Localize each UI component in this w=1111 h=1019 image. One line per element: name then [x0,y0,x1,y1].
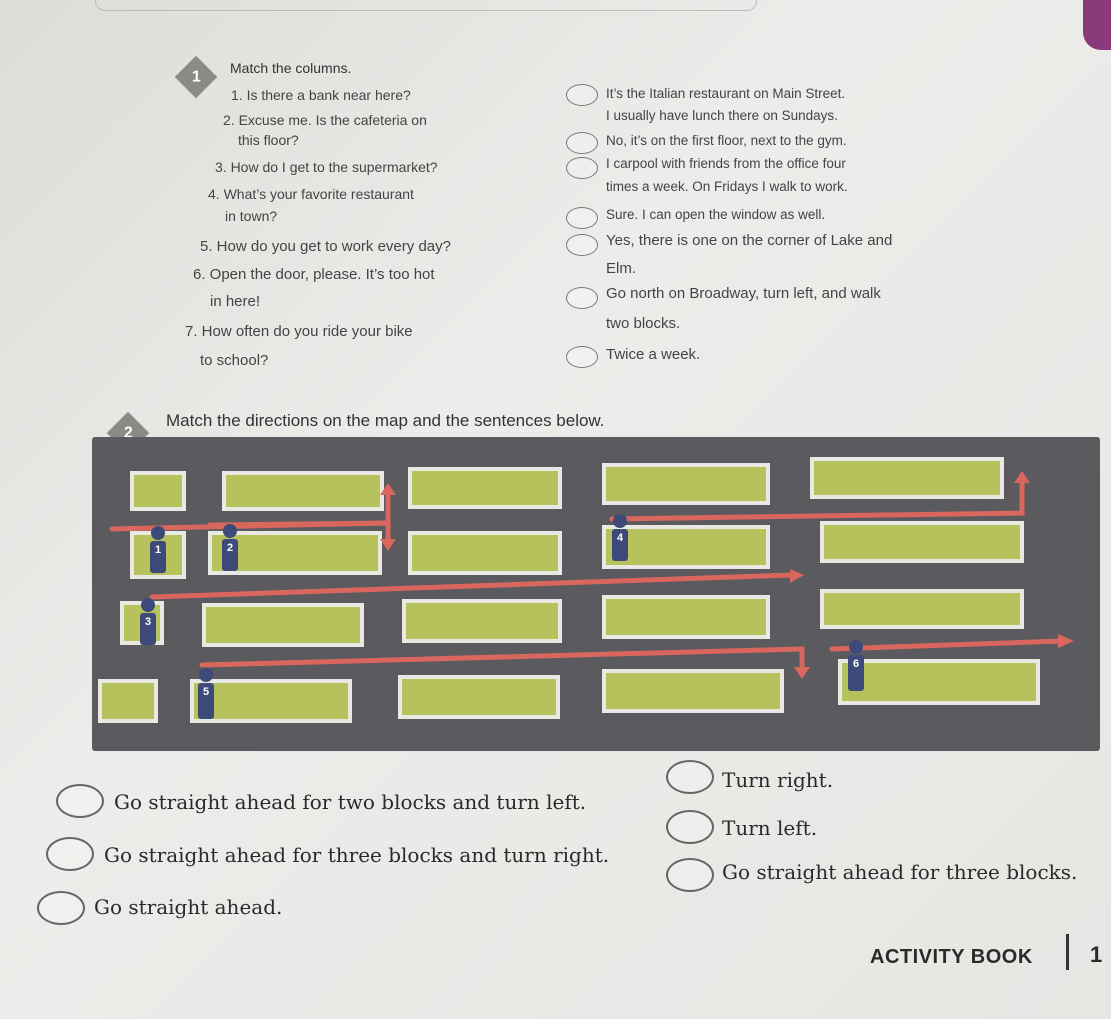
answer-oval-1[interactable] [566,84,598,106]
figure-label-2: 2 [227,542,233,554]
figure-label-6: 6 [853,658,859,670]
question-1: 1. Is there a bank near here? [231,87,411,103]
exercise-1-badge: 1 [174,55,218,99]
answer-oval-5[interactable] [566,234,598,256]
person-figure-1 [150,526,166,573]
sentence-oval-left-3[interactable] [37,891,85,925]
sentence-right-3: Go straight ahead for three blocks. [722,860,1078,884]
exercise-2-instruction: Match the directions on the map and the … [166,411,605,430]
question-2-cont: this floor? [238,132,299,148]
answer-7: Go north on Broadway, turn left, and wal… [606,285,881,302]
question-3: 3. How do I get to the supermarket? [215,159,438,175]
sentence-left-1: Go straight ahead for two blocks and tur… [114,790,587,814]
answer-8: Twice a week. [606,346,701,363]
question-2: 2. Excuse me. Is the cafeteria on [223,112,427,128]
question-4-cont: in town? [225,208,278,224]
sentence-right-1: Turn right. [722,768,834,792]
answer-oval-3[interactable] [566,157,598,179]
answer-4: I carpool with friends from the office f… [606,156,846,171]
person-figure-4 [612,514,628,561]
answer-2: I usually have lunch there on Sundays. [606,108,838,123]
footer-label: ACTIVITY BOOK [870,946,1033,968]
question-7: 7. How often do you ride your bike [185,323,413,340]
question-5: 5. How do you get to work every day? [200,238,451,255]
person-figures [140,514,864,719]
question-7-cont: to school? [200,352,269,369]
figure-label-5: 5 [203,686,209,698]
page-number: 1 [1090,942,1103,967]
person-figure-6 [848,640,864,691]
sentence-left-3: Go straight ahead. [94,895,283,919]
answer-6-cont: Elm. [606,260,636,277]
answer-6: Yes, there is one on the corner of Lake … [606,232,893,249]
answer-3: No, it’s on the first floor, next to the… [606,133,847,148]
answer-7-cont: two blocks. [606,315,681,332]
footer-divider [1066,934,1069,970]
figure-label-1: 1 [155,544,161,556]
street-map-graphic: 1 2 3 4 5 6 [98,457,1074,723]
question-6: 6. Open the door, please. It’s too hot [193,266,435,283]
person-figure-3 [140,598,156,645]
sentence-right-2: Turn left. [722,816,818,840]
sentence-oval-right-2[interactable] [666,810,714,844]
city-blocks [98,457,1040,723]
figure-label-4: 4 [617,532,624,544]
sentence-oval-left-1[interactable] [56,784,104,818]
person-figure-2 [222,524,238,571]
answer-1: It’s the Italian restaurant on Main Stre… [606,86,846,101]
sentence-oval-left-2[interactable] [46,837,94,871]
exercise-1-instruction: Match the columns. [230,60,352,76]
answer-oval-2[interactable] [566,132,598,154]
answer-oval-4[interactable] [566,207,598,229]
answer-5: Sure. I can open the window as well. [606,207,826,222]
sentence-oval-right-3[interactable] [666,858,714,892]
book-corner [1083,0,1111,50]
sentence-left-2: Go straight ahead for three blocks and t… [104,843,610,867]
answer-oval-6[interactable] [566,287,598,309]
question-4: 4. What’s your favorite restaurant [208,186,414,202]
answer-oval-7[interactable] [566,346,598,368]
question-6-cont: in here! [210,293,261,310]
answer-4-cont: times a week. On Fridays I walk to work. [606,179,848,194]
route-lines [109,478,1065,672]
route-arrowheads [380,471,1074,679]
sentence-oval-right-1[interactable] [666,760,714,794]
street-map: 1 2 3 4 5 6 [92,437,1100,751]
figure-number-labels: 1 2 3 4 5 6 [145,532,859,698]
figure-label-3: 3 [145,616,151,628]
person-figure-5 [198,668,214,719]
page-edge [95,0,757,11]
